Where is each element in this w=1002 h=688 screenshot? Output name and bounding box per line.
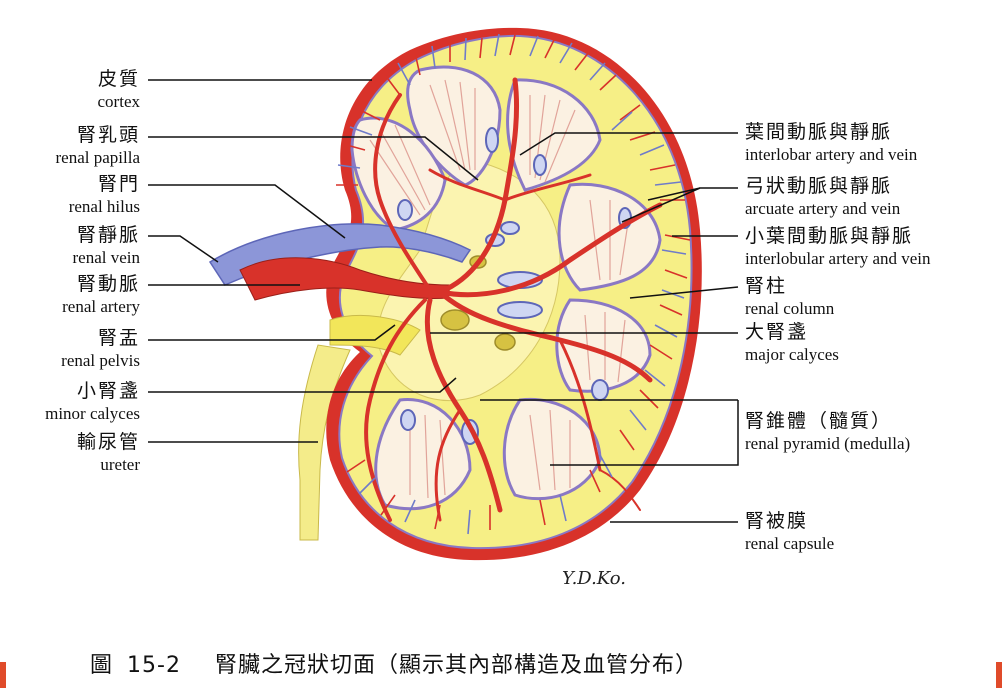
label-renal-pyramid-zh: 腎錐體（髓質）: [745, 410, 893, 432]
right-edge-mark: [996, 662, 1002, 688]
label-minor-calyces-zh: 小腎盞: [76, 380, 140, 402]
label-cortex-en: cortex: [97, 92, 140, 111]
label-interlobar-zh: 葉間動脈與靜脈: [745, 121, 893, 143]
label-renal-hilus-en: renal hilus: [68, 197, 140, 216]
label-ureter-zh: 輸尿管: [76, 431, 140, 453]
calyces: [397, 127, 632, 445]
caption-text: 腎臟之冠狀切面（顯示其內部構造及血管分布）: [214, 653, 698, 678]
leader-lines-right: [430, 132, 739, 523]
label-renal-artery-en: renal artery: [62, 297, 140, 316]
label-ureter: 輸尿管 ureter: [76, 431, 140, 474]
label-renal-vein-zh: 腎靜脈: [76, 224, 140, 246]
label-renal-vein: 腎靜脈 renal vein: [72, 224, 141, 267]
interlobular-vessels: [336, 33, 691, 535]
artery-branches: [364, 77, 663, 522]
renal-vein-vessel: [208, 223, 472, 286]
label-renal-artery: 腎動脈 renal artery: [62, 273, 140, 316]
label-ureter-en: ureter: [100, 455, 140, 474]
label-renal-capsule-en: renal capsule: [745, 534, 835, 553]
label-arcuate: 弓狀動脈與靜脈 arcuate artery and vein: [745, 175, 901, 218]
label-renal-artery-zh: 腎動脈: [76, 273, 140, 295]
label-renal-hilus-zh: 腎門: [97, 173, 140, 195]
label-major-calyces-zh: 大腎盞: [745, 321, 809, 343]
figure-caption: 圖 15-2 腎臟之冠狀切面（顯示其內部構造及血管分布）: [90, 647, 698, 679]
label-interlobular-zh: 小葉間動脈與靜脈: [745, 225, 914, 247]
calyx-opening: [440, 309, 470, 331]
label-renal-column-en: renal column: [745, 299, 835, 318]
left-edge-mark: [0, 662, 6, 688]
renal-pelvis-shape: [329, 314, 421, 356]
label-interlobar-en: interlobar artery and vein: [745, 145, 918, 164]
label-renal-column: 腎柱 renal column: [745, 275, 835, 318]
label-renal-papilla-zh: 腎乳頭: [76, 124, 140, 146]
label-arcuate-en: arcuate artery and vein: [745, 199, 901, 218]
label-arcuate-zh: 弓狀動脈與靜脈: [745, 175, 893, 197]
label-minor-calyces: 小腎盞 minor calyces: [45, 380, 140, 423]
label-interlobular: 小葉間動脈與靜脈 interlobular artery and vein: [745, 225, 931, 268]
label-renal-capsule-zh: 腎被膜: [745, 510, 809, 532]
label-renal-hilus: 腎門 renal hilus: [68, 173, 140, 216]
label-renal-column-zh: 腎柱: [745, 275, 788, 297]
label-renal-pelvis: 腎盂 renal pelvis: [61, 327, 140, 370]
label-renal-capsule: 腎被膜 renal capsule: [745, 510, 835, 553]
label-renal-papilla: 腎乳頭 renal papilla: [55, 124, 141, 167]
label-cortex-zh: 皮質: [97, 68, 140, 90]
label-renal-pyramid: 腎錐體（髓質） renal pyramid (medulla): [745, 410, 911, 453]
caption-prefix: 圖: [90, 653, 114, 678]
renal-pyramids: [350, 65, 662, 511]
label-major-calyces-en: major calyces: [745, 345, 839, 364]
label-renal-pelvis-en: renal pelvis: [61, 351, 140, 370]
label-renal-pelvis-zh: 腎盂: [97, 327, 140, 349]
label-renal-vein-en: renal vein: [72, 248, 141, 267]
artist-signature: Y.D.Ko.: [562, 568, 627, 589]
pyramid-striations: [369, 79, 631, 499]
calyx-opening: [494, 333, 516, 351]
label-cortex: 皮質 cortex: [97, 68, 140, 111]
label-interlobular-en: interlobular artery and vein: [745, 249, 931, 268]
label-renal-pyramid-en: renal pyramid (medulla): [745, 434, 911, 453]
label-major-calyces: 大腎盞 major calyces: [745, 321, 839, 364]
label-renal-papilla-en: renal papilla: [55, 148, 141, 167]
label-minor-calyces-en: minor calyces: [45, 404, 140, 423]
label-interlobar: 葉間動脈與靜脈 interlobar artery and vein: [745, 121, 918, 164]
leader-lines-left: [148, 79, 479, 443]
caption-number: 15-2: [127, 653, 181, 678]
